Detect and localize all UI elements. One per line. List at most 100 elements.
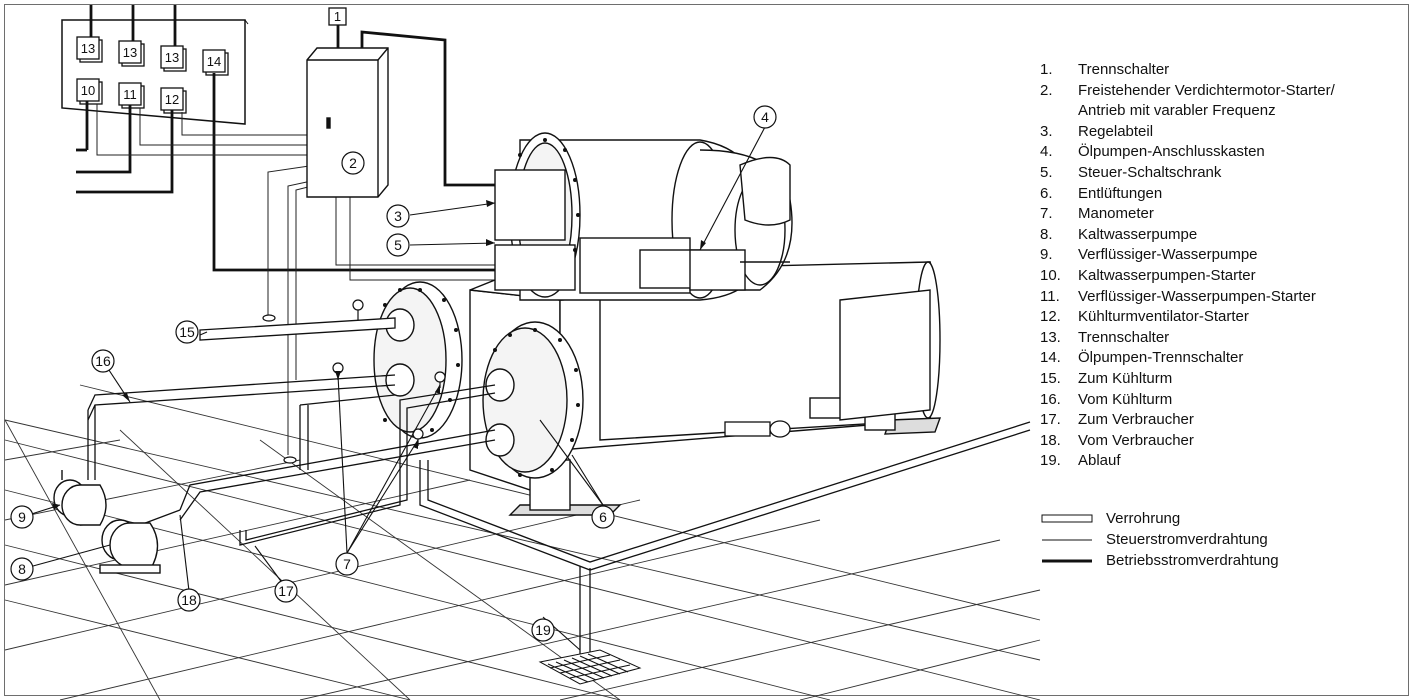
chiller-unit <box>373 132 942 516</box>
legend-pipe-label: Verrohrung <box>1106 510 1181 527</box>
legend-item: 16. Vom Kühlturm <box>1040 390 1400 411</box>
legend-item-number: 17. <box>1040 411 1061 429</box>
legend-item-number: 18. <box>1040 431 1061 449</box>
pressure-gauges <box>332 299 446 446</box>
callout-15: 15 <box>179 324 195 340</box>
legend-item: 7. Manometer <box>1040 204 1400 225</box>
legend-item-text: Entlüftungen <box>1078 184 1163 202</box>
box-label-12: 12 <box>165 92 179 107</box>
thick-line-symbol <box>1042 559 1092 563</box>
legend-item-continuation: Antrieb mit varabler Frequenz <box>1078 102 1276 120</box>
callout-7: 7 <box>343 556 351 572</box>
legend-item-number: 16. <box>1040 390 1061 408</box>
legend-item-text: Steuer-Schaltschrank <box>1078 163 1222 181</box>
legend-item: 2. Freistehender Verdichtermotor-Starter/ <box>1040 81 1400 102</box>
pipe-line-symbol <box>1041 514 1093 523</box>
callout-5: 5 <box>394 237 402 253</box>
legend-item-number: 4. <box>1040 143 1053 161</box>
legend-item: 18. Vom Verbraucher <box>1040 431 1400 452</box>
legend-item-text: Vom Kühlturm <box>1078 390 1173 408</box>
legend-item: 14. Ölpumpen-Trennschalter <box>1040 348 1400 369</box>
callout-4: 4 <box>761 109 769 125</box>
legend-item: 5. Steuer-Schaltschrank <box>1040 163 1400 184</box>
thin-line-symbol <box>1042 539 1092 541</box>
box-label-14: 14 <box>207 54 221 69</box>
box-label-13c: 13 <box>165 50 179 65</box>
legend-item: 13. Trennschalter <box>1040 328 1400 349</box>
legend-item-number: 2. <box>1040 81 1053 99</box>
legend-item: 8. Kaltwasserpumpe <box>1040 225 1400 246</box>
legend-item-text: Manometer <box>1078 205 1154 223</box>
box-label-11: 11 <box>123 87 137 102</box>
starter-boxes <box>76 36 229 114</box>
leader-arrows <box>52 200 706 510</box>
box-label-13a: 13 <box>81 41 95 56</box>
pump-9 <box>53 470 107 526</box>
legend-item: 9. Verflüssiger-Wasserpumpe <box>1040 245 1400 266</box>
callout-2: 2 <box>349 155 357 171</box>
diagram-frame <box>4 4 1409 696</box>
legend-item-text: Verflüssiger-Wasserpumpen-Starter <box>1078 287 1316 305</box>
legend-item-number: 8. <box>1040 225 1053 243</box>
box-label-13b: 13 <box>123 45 137 60</box>
callout-1: 1 <box>334 9 341 24</box>
callout-9: 9 <box>18 509 26 525</box>
legend-item: 19. Ablauf <box>1040 451 1400 472</box>
legend-item: 4. Ölpumpen-Anschlusskasten <box>1040 142 1400 163</box>
legend-item-text: Trennschalter <box>1078 328 1170 346</box>
starter-panel <box>61 19 249 125</box>
power-wiring <box>76 5 500 272</box>
callout-16: 16 <box>95 353 111 369</box>
legend: 1. Trennschalter 2. Freistehender Verdichte… <box>1040 60 1400 472</box>
thermometer-wells <box>262 314 297 464</box>
legend-item-text: Kaltwasserpumpe <box>1078 225 1198 243</box>
legend-item-number: 11. <box>1040 287 1060 305</box>
legend-item-number: 7. <box>1040 205 1053 223</box>
legend-item-number: 13. <box>1040 328 1061 346</box>
legend-item-number: 5. <box>1040 163 1053 181</box>
callout-6: 6 <box>599 509 607 525</box>
legend-item-text: Zum Kühlturm <box>1078 369 1173 387</box>
legend-item-number: 10. <box>1040 266 1061 284</box>
floor-drain-grate <box>538 649 642 685</box>
legend-item-text: Zum Verbraucher <box>1078 411 1194 429</box>
legend-item: 11. Verflüssiger-Wasserpumpen-Starter <box>1040 287 1400 308</box>
legend-item: 10. Kaltwasserpumpen-Starter <box>1040 266 1400 287</box>
legend-item-text: Ölpumpen-Trennschalter <box>1078 349 1244 367</box>
legend-item-number: 6. <box>1040 184 1053 202</box>
legend-item: 1. Trennschalter <box>1040 60 1400 81</box>
legend-item-number: 19. <box>1040 452 1061 470</box>
legend-item-text: Vom Verbraucher <box>1078 431 1194 449</box>
legend-item: 17. Zum Verbraucher <box>1040 410 1400 431</box>
legend-item-number: 15. <box>1040 369 1061 387</box>
legend-item: 6. Entlüftungen <box>1040 184 1400 205</box>
callout-17: 17 <box>278 583 294 599</box>
legend-item: 12. Kühlturmventilator-Starter <box>1040 307 1400 328</box>
legend-power-label: Betriebsstromverdrahtung <box>1106 552 1279 569</box>
motor-starter-cabinet <box>306 47 389 198</box>
callout-circle-2 <box>341 151 365 175</box>
callout-3: 3 <box>394 208 402 224</box>
legend-item-text: Ölpumpen-Anschlusskasten <box>1078 143 1265 161</box>
legend-item-number: 12. <box>1040 308 1061 326</box>
pump-8 <box>99 519 161 574</box>
water-piping <box>87 317 1031 660</box>
legend-item-text: Verflüssiger-Wasserpumpe <box>1078 246 1258 264</box>
legend-item-text: Freistehender Verdichtermotor-Starter/ <box>1078 81 1335 99</box>
floor-grid <box>4 384 1041 700</box>
legend-item-number: 14. <box>1040 349 1061 367</box>
legend-item-number: 9. <box>1040 246 1053 264</box>
disconnect-switch-box <box>328 7 347 26</box>
callout-19: 19 <box>535 622 551 638</box>
legend-item-text: Kaltwasserpumpen-Starter <box>1078 266 1256 284</box>
legend-item-number: 3. <box>1040 122 1053 140</box>
legend-item-text: Trennschalter <box>1078 61 1170 78</box>
legend-item-text: Ablauf <box>1078 452 1121 470</box>
callout-18: 18 <box>181 592 197 608</box>
legend-item-text: Regelabteil <box>1078 122 1154 140</box>
legend-item-text: Kühlturmventilator-Starter <box>1078 308 1249 326</box>
callout-circles <box>10 105 777 642</box>
legend-control-label: Steuerstromverdrahtung <box>1106 531 1268 548</box>
legend-item-number: 1. <box>1040 61 1053 78</box>
